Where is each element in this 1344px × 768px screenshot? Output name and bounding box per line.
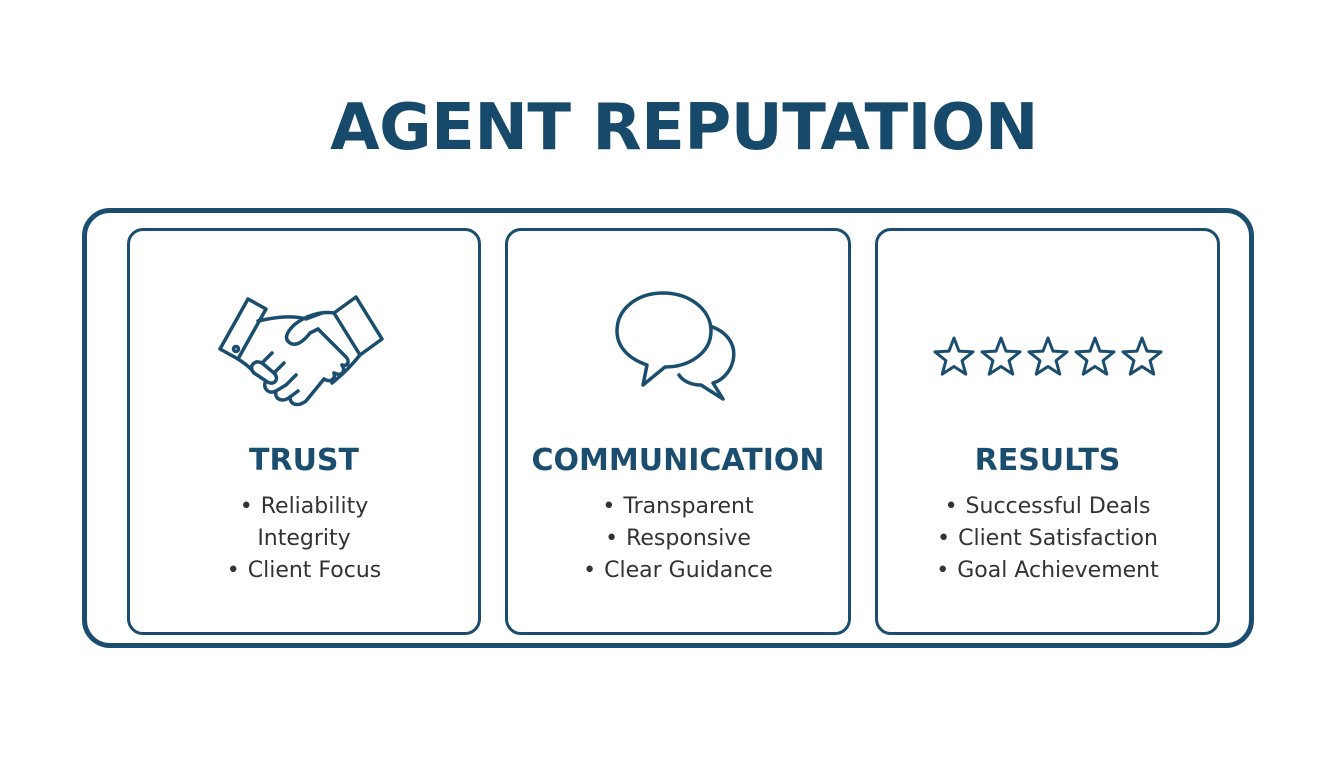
list-item: •Transparent	[602, 494, 754, 519]
list-item: •Clear Guidance	[583, 558, 773, 583]
star-icon	[1073, 336, 1116, 376]
star-icon	[932, 336, 975, 376]
list-item: •Client Focus	[226, 558, 382, 583]
communication-title: COMMUNICATION	[531, 443, 825, 478]
trust-card: TRUST •Reliability Integrity •Client Foc…	[127, 228, 481, 635]
communication-list: •Transparent •Responsive •Clear Guidance	[508, 491, 848, 587]
five-stars-icon	[878, 335, 1217, 379]
list-item: •Goal Achievement	[936, 558, 1159, 583]
list-item: •Successful Deals	[944, 494, 1151, 519]
star-icon	[1120, 336, 1163, 376]
list-item: •Reliability	[239, 494, 369, 519]
list-item: •Responsive	[605, 526, 751, 551]
handshake-icon	[130, 291, 478, 411]
results-card: RESULTS •Successful Deals •Client Satisf…	[875, 228, 1220, 635]
reputation-frame	[82, 208, 1254, 648]
star-icon	[979, 336, 1022, 376]
results-list: •Successful Deals •Client Satisfaction •…	[878, 491, 1217, 587]
star-icon	[1026, 336, 1069, 376]
speech-bubbles-icon	[508, 289, 848, 404]
communication-card: COMMUNICATION •Transparent •Responsive •…	[505, 228, 851, 635]
trust-list: •Reliability Integrity •Client Focus	[130, 491, 478, 587]
list-item: Integrity	[257, 526, 351, 551]
results-title: RESULTS	[974, 443, 1121, 478]
list-item: •Client Satisfaction	[937, 526, 1158, 551]
page-title: AGENT REPUTATION	[330, 91, 1038, 165]
trust-title: TRUST	[249, 443, 359, 478]
